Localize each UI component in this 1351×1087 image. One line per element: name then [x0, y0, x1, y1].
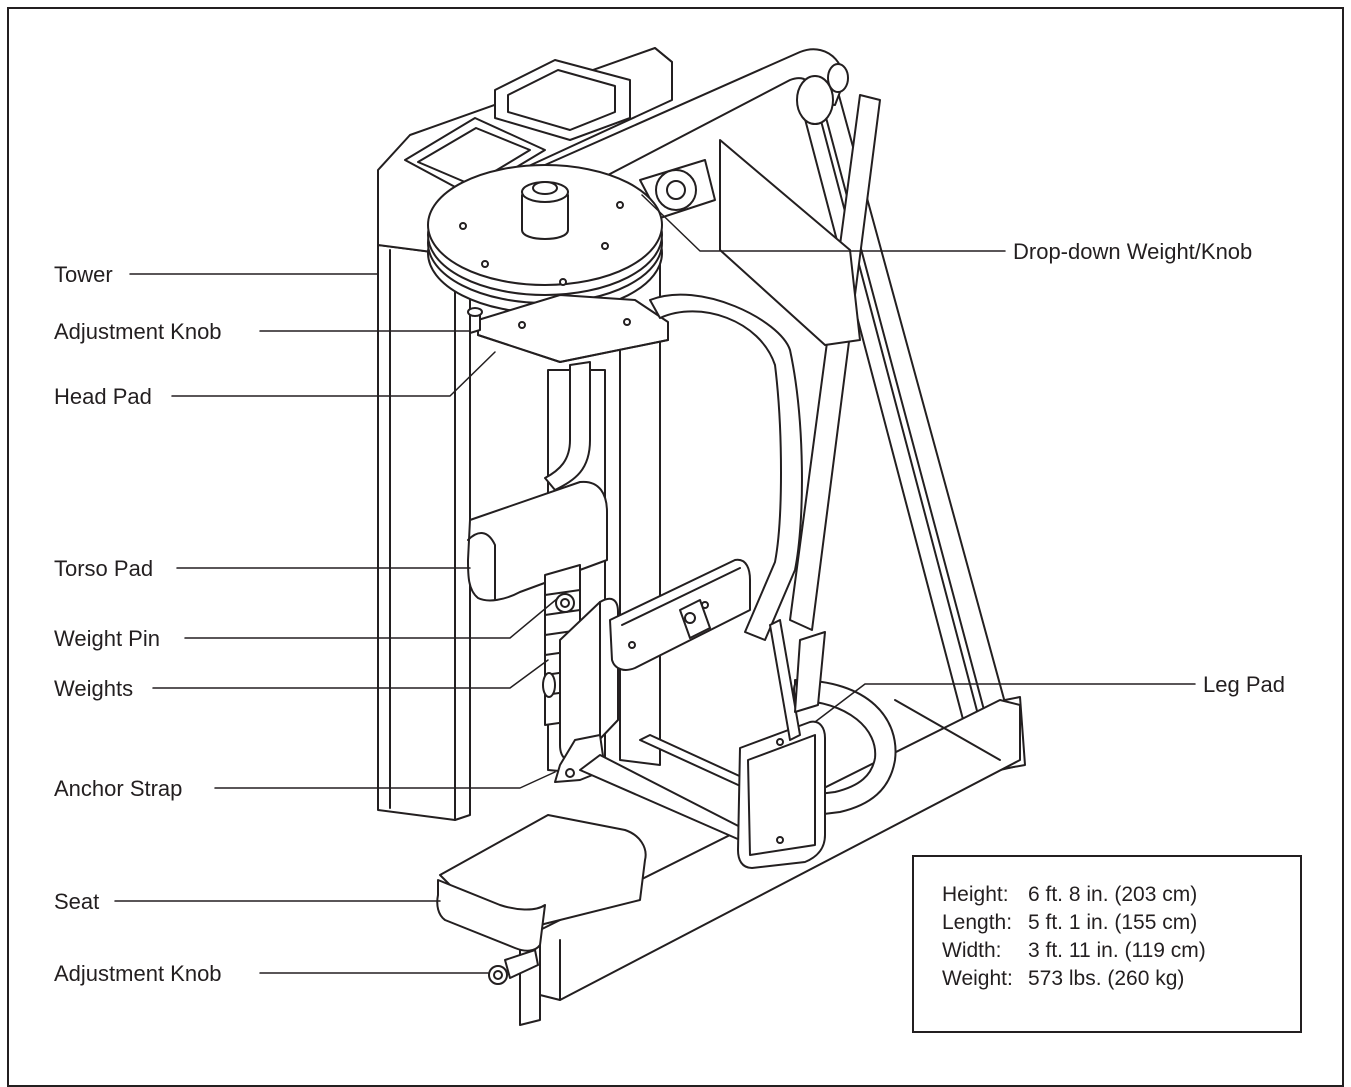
- label-drop-down-weight-knob: Drop-down Weight/Knob: [1013, 239, 1253, 264]
- label-weights: Weights: [54, 676, 134, 701]
- seat: [436, 814, 647, 952]
- spec-value: 5 ft. 1 in. (155 cm): [1028, 911, 1198, 934]
- seat-knob: [488, 949, 539, 985]
- label-head-pad: Head Pad: [54, 384, 152, 409]
- spec-key: Height:: [942, 883, 1009, 906]
- spec-key: Length:: [942, 911, 1013, 934]
- label-adjustment-knob-top: Adjustment Knob: [54, 319, 222, 344]
- specifications-box: Height: 6 ft. 8 in. (203 cm) Length: 5 ft.…: [912, 855, 1302, 1033]
- label-weight-pin: Weight Pin: [54, 626, 160, 651]
- spec-width: Width: 3 ft. 11 in. (119 cm): [942, 940, 1206, 961]
- label-anchor-strap: Anchor Strap: [54, 776, 183, 801]
- label-seat: Seat: [54, 889, 100, 914]
- spec-key: Width:: [942, 939, 1002, 962]
- spec-key: Weight:: [942, 967, 1013, 990]
- spec-length: Length: 5 ft. 1 in. (155 cm): [942, 912, 1197, 933]
- label-torso-pad: Torso Pad: [54, 556, 154, 581]
- label-adjustment-knob-bottom: Adjustment Knob: [54, 961, 222, 986]
- spec-weight: Weight: 573 lbs. (260 kg): [942, 968, 1184, 989]
- label-tower: Tower: [54, 262, 113, 287]
- leg-pad: [737, 619, 897, 869]
- back-pad: [559, 558, 751, 763]
- head-pad: [467, 294, 669, 363]
- front-tube: [649, 293, 803, 641]
- leader-lines: [114, 194, 1196, 974]
- drop-down-weight: [427, 164, 663, 314]
- label-leg-pad: Leg Pad: [1203, 672, 1285, 697]
- rear-frame: [719, 91, 1026, 771]
- top-arm: [544, 48, 849, 219]
- spec-value: 3 ft. 11 in. (119 cm): [1028, 939, 1206, 962]
- spec-height: Height: 6 ft. 8 in. (203 cm): [942, 884, 1197, 905]
- spec-value: 573 lbs. (260 kg): [1028, 967, 1185, 990]
- spec-value: 6 ft. 8 in. (203 cm): [1028, 883, 1198, 906]
